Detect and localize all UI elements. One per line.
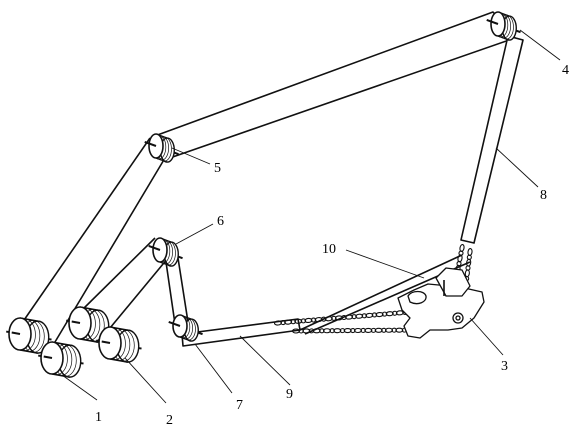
chain-upper-link [375,311,384,318]
leader-7 [194,343,233,394]
chain-upper-link [361,313,368,319]
chain-upper-link [351,314,357,320]
drum-2-front [96,326,142,363]
leader-lines [61,29,561,404]
chain-upper-link [341,314,347,321]
chain-upper-link [371,312,378,318]
chain-upper-link [280,320,286,326]
leader-4 [519,29,561,61]
label-4: 4 [562,63,569,78]
pulley-6-axle-stub [152,246,161,251]
chain-upper-link [355,313,364,319]
label-6: 6 [217,214,224,229]
pulley-4 [486,11,521,41]
pulley-7 [168,314,203,342]
pulley-5-axle-stub [148,142,157,147]
pulley-5 [144,133,179,163]
leader-5 [171,147,211,165]
leader-2 [124,357,167,404]
chain-upper-link [345,314,354,320]
pulley-4-axle-stub [490,20,499,25]
drum-2-back [66,306,112,343]
chain-upper-link [304,317,313,324]
label-2: 2 [166,413,173,428]
drum-1-back [6,317,52,354]
pulley-7-axle-stub [172,322,181,327]
chain-lower [291,327,425,334]
chain-upper-link [320,316,327,322]
chain-upper [273,309,415,326]
label-9: 9 [286,387,293,402]
hook-body [397,283,485,339]
leader-6 [175,223,214,245]
chain-upper-link [392,310,398,316]
chain-upper-link [334,315,343,321]
label-5: 5 [214,161,221,176]
label-7: 7 [236,398,243,413]
drum-1-front-axle-stub [43,355,53,359]
belt-5-left-strand [21,137,151,324]
drum-2-front-axle-stub [101,340,111,344]
drum-2-back-axle-stub [71,320,81,324]
leader-1 [61,374,98,401]
leader-8 [495,147,539,188]
belt-6-left-strand [79,237,156,313]
chain-upper-link [331,315,337,321]
label-3: 3 [501,359,508,374]
drum-1-back-axle-stub [11,331,21,335]
chain-upper-link [381,311,388,317]
chain-vertical-right-link [467,247,473,257]
drum-1-front [38,341,84,378]
hook-pin-center [455,315,461,321]
hook-assembly [397,267,485,339]
pulleys [6,11,521,378]
chain-upper-link [273,320,283,326]
chain-upper-link [314,317,323,323]
leader-10 [345,249,425,279]
belt-6-to-7 [165,257,189,325]
chain-upper-link [365,312,374,318]
chain-upper-link [395,310,404,316]
chain-upper-link [284,319,293,325]
chain-upper-link [385,311,394,317]
belt-6-right-strand [109,257,169,329]
chain-upper-link [290,319,296,325]
belt-top-5-to-4 [151,11,516,161]
label-1: 1 [95,410,102,425]
number-labels: 1 2 3 4 5 6 7 8 9 10 [95,63,569,428]
label-8: 8 [540,188,547,203]
leader-3 [469,317,504,356]
chain-upper-link [300,318,307,324]
hook-jaw [407,290,427,305]
leader-9 [239,335,291,386]
chain-upper-link [324,316,333,322]
label-10: 10 [322,242,336,257]
chain-upper-link [310,317,317,323]
pulley-6 [148,237,183,267]
chain-upper-link [294,318,303,324]
belt-8 [460,35,524,244]
